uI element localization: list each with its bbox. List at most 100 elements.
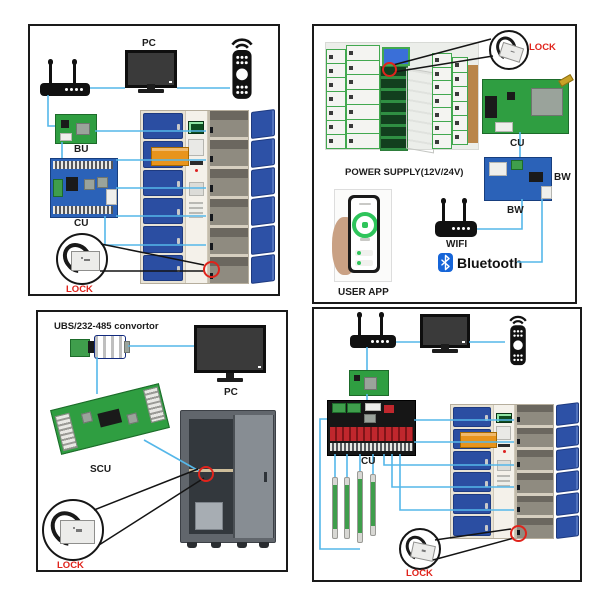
lock-detail-circle (399, 528, 441, 570)
locker-slot (497, 443, 511, 447)
safe-foot (237, 542, 247, 548)
monitor-neck (226, 373, 234, 378)
open-door (555, 447, 579, 472)
locker-door (327, 106, 345, 120)
open-locker-door (406, 67, 434, 154)
lock-position-highlight (203, 261, 220, 278)
locker-door (433, 121, 451, 135)
router-antenna (461, 198, 467, 225)
pc-label: PC (142, 38, 156, 49)
locker-button (502, 450, 506, 454)
connector (365, 403, 381, 411)
pc-monitor-icon (194, 325, 266, 385)
chip (66, 177, 78, 191)
green-locker-cabinet (325, 42, 479, 154)
panel-4-relay-locker-system: CU (312, 307, 582, 582)
locker-keypad-photo (460, 432, 498, 448)
safe-foot (211, 542, 221, 548)
phone-screen (351, 198, 377, 270)
connector-row (53, 206, 113, 214)
cu-label: CU (510, 138, 525, 149)
remote-control-icon (231, 38, 253, 99)
open-door (555, 402, 579, 426)
connector (88, 341, 94, 353)
locker-keypad (188, 138, 205, 156)
router-antenna (47, 59, 53, 84)
locker-compartment (516, 450, 554, 474)
locker-cabinet (450, 402, 579, 539)
locker-door (327, 78, 345, 92)
open-door (555, 492, 579, 517)
safe-cabinet (180, 410, 276, 548)
locker-door (347, 119, 379, 134)
locker-compartment (209, 198, 249, 228)
locker-door (433, 54, 451, 67)
locker-keypad (496, 426, 512, 441)
component (384, 405, 394, 413)
bluetooth-label: Bluetooth (457, 255, 523, 271)
pc-monitor-icon (420, 314, 470, 354)
locker-compartment (209, 111, 249, 141)
lock-mechanism (486, 27, 531, 72)
locker-control-column (185, 111, 208, 283)
locker-door (453, 116, 467, 130)
locker-compartment (209, 140, 249, 170)
capacitor (80, 411, 94, 424)
monitor-base (432, 349, 458, 353)
lock-sensor-stick (370, 474, 376, 536)
locker-door (143, 254, 183, 281)
locker-card-reader (188, 181, 204, 196)
locker-door-column (326, 49, 346, 149)
locker-door-column (452, 57, 468, 145)
lock-position-highlight (198, 466, 214, 482)
locker-door (453, 450, 492, 471)
wifi-label: WIFI (446, 239, 468, 250)
chip (507, 92, 515, 100)
wireless-module-board (349, 370, 389, 396)
capacitor (84, 179, 95, 190)
converter-body (94, 335, 126, 359)
locker-compartment (209, 169, 249, 199)
router-body (40, 83, 90, 96)
terminal (332, 403, 346, 413)
open-door (250, 224, 275, 255)
monitor-screen (194, 325, 266, 373)
scu-label: SCU (90, 464, 112, 475)
lock-screw (81, 257, 84, 260)
locker-door (347, 90, 379, 104)
list-item (355, 250, 373, 256)
locker-door (347, 60, 379, 75)
locker-open-column (514, 405, 554, 539)
chip (354, 375, 360, 381)
usb-converter (70, 335, 130, 359)
locker-door (143, 169, 183, 196)
chip (364, 414, 376, 423)
lock-label: LOCK (529, 42, 556, 53)
locker-display (495, 412, 512, 423)
locker-door (453, 472, 492, 493)
scu-board (50, 383, 170, 455)
router-icon (350, 312, 396, 348)
monitor-screen (125, 50, 177, 88)
terminal (347, 403, 361, 413)
router-antenna (378, 312, 384, 336)
locker-door (327, 134, 345, 148)
lock-position-highlight (510, 525, 527, 542)
usb-tip (124, 341, 130, 353)
locker-door (143, 197, 183, 225)
locker-button (195, 169, 199, 173)
lock-mechanism (43, 501, 102, 559)
lock-pin (75, 529, 83, 533)
locker-body (450, 404, 555, 539)
locker-door (453, 72, 467, 86)
bw-label: BW (554, 172, 571, 183)
relay-row (330, 427, 413, 441)
locker-door (453, 516, 492, 536)
lock-mechanism (57, 235, 106, 283)
open-door (250, 108, 275, 139)
connector-row (53, 161, 113, 169)
connector (495, 122, 513, 132)
locker-open-doors (555, 402, 579, 539)
monitor-screen (420, 314, 470, 348)
locker-door (327, 64, 345, 78)
